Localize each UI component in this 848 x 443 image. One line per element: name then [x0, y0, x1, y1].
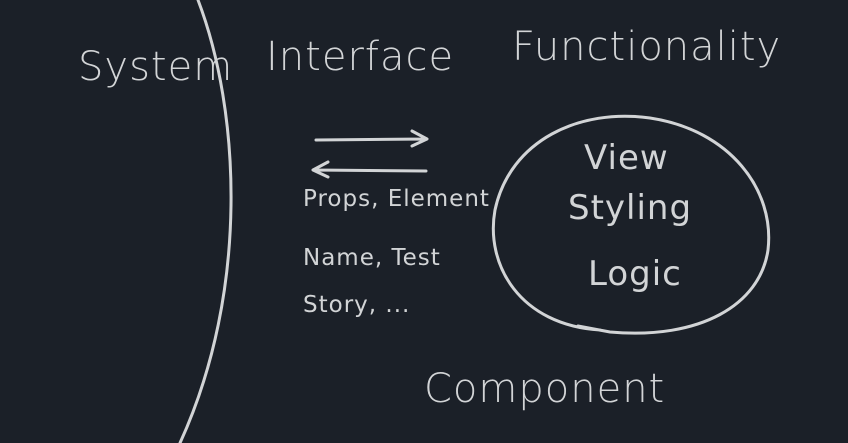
system-boundary-curve — [178, 0, 233, 443]
interface-item: Props, Element — [303, 186, 490, 212]
functionality-label: Functionality — [512, 24, 782, 70]
functionality-circle — [491, 114, 771, 335]
left-arrow — [311, 160, 428, 179]
functionality-item: View — [584, 138, 669, 178]
functionality-item: Logic — [588, 254, 682, 294]
component-label: Component — [424, 366, 666, 412]
right-arrow — [314, 129, 429, 148]
functionality-item: Styling — [568, 188, 693, 228]
interface-item: Story, ... — [303, 292, 411, 318]
interface-item: Name, Test — [303, 245, 441, 271]
system-label: System — [78, 44, 234, 90]
interface-label: Interface — [266, 34, 455, 80]
